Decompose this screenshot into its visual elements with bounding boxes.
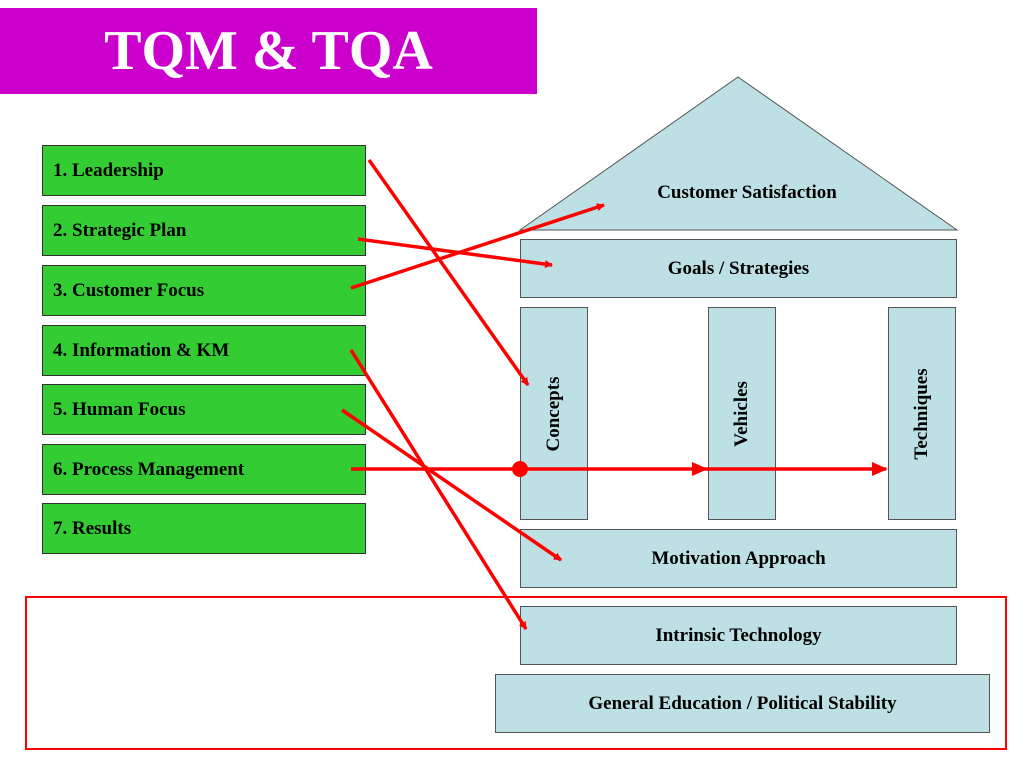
title-banner: TQM & TQA (0, 8, 537, 94)
pillar-label-vehicles: Vehicles (731, 380, 752, 447)
pillar-concepts: Concepts (520, 307, 588, 520)
criteria-item-process-management: 6. Process Management (42, 444, 366, 495)
criteria-item-information-km: 4. Information & KM (42, 325, 366, 376)
criteria-item-human-focus: 5. Human Focus (42, 384, 366, 435)
roof-triangle (518, 76, 959, 231)
roof-label: Customer Satisfaction (657, 182, 837, 203)
arrow-info-technology (349, 349, 528, 630)
slide-title: TQM & TQA (104, 20, 433, 82)
pillar-vehicles: Vehicles (708, 307, 776, 520)
foundation-box: General Education / Political Stability (495, 674, 990, 733)
criteria-item-strategic-plan: 2. Strategic Plan (42, 205, 366, 256)
criteria-item-leadership: 1. Leadership (42, 145, 366, 196)
arrow-leadership-concepts (367, 158, 530, 387)
intrinsic-technology-box: Intrinsic Technology (520, 606, 957, 665)
criteria-item-customer-focus: 3. Customer Focus (42, 265, 366, 316)
pillar-label-techniques: Techniques (911, 367, 932, 460)
motivation-approach-box: Motivation Approach (520, 529, 957, 588)
pillar-label-concepts: Concepts (543, 376, 564, 451)
highlight-frame (25, 596, 1007, 750)
criteria-item-results: 7. Results (42, 503, 366, 554)
pillar-techniques: Techniques (888, 307, 956, 520)
beam-goals-strategies: Goals / Strategies (520, 239, 957, 298)
